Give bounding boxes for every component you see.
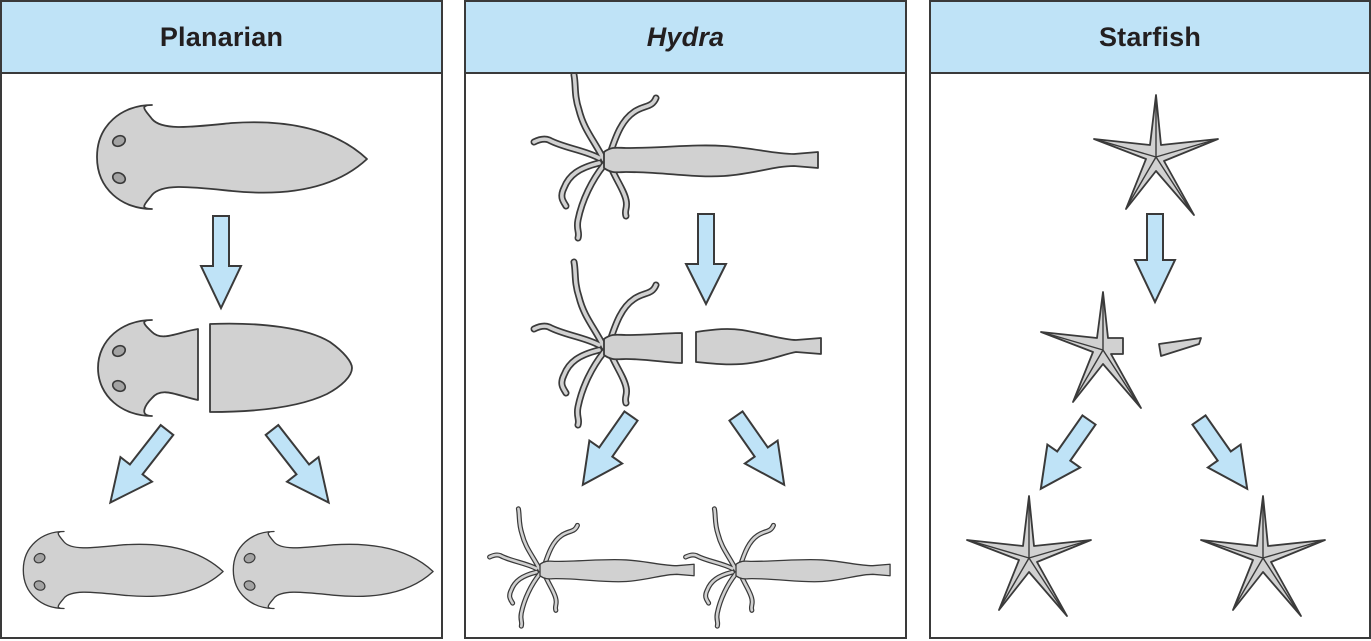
hydra-head-fragment: [534, 262, 683, 425]
planarian-head-fragment: [97, 319, 199, 417]
hydra-regenerated-left: [490, 509, 695, 626]
down-arrow-icon: [684, 213, 728, 307]
planarian-panel: Planarian: [0, 0, 443, 639]
planarian-regenerated-right: [232, 530, 434, 610]
hydra-diagram: [466, 74, 905, 639]
hydra-header: Hydra: [466, 2, 905, 74]
planarian-title: Planarian: [159, 21, 284, 52]
planarian-header: Planarian: [2, 2, 441, 74]
hydra-tail-fragment: [695, 328, 822, 366]
starfish-regenerated-right: [1200, 495, 1326, 617]
down-arrow-icon: [199, 215, 243, 311]
diagonal-arrow-icon: [581, 410, 639, 487]
planarian-eye: [111, 379, 127, 393]
diagonal-arrow-icon: [1191, 414, 1249, 491]
hydra-regenerated-right: [686, 509, 891, 626]
planarian-eye: [111, 171, 127, 185]
planarian-eye: [111, 344, 127, 358]
starfish-whole: [1093, 94, 1219, 216]
planarian-diagram: [2, 74, 441, 639]
starfish-panel: Starfish: [929, 0, 1371, 639]
diagonal-arrow-icon: [1039, 414, 1097, 491]
starfish-diagram: [931, 74, 1369, 639]
starfish-header: Starfish: [931, 2, 1369, 74]
starfish-regenerated-left: [966, 495, 1092, 617]
diagonal-arrow-icon: [264, 423, 331, 505]
planarian-tail-fragment: [209, 322, 353, 413]
planarian-regenerated-left: [22, 530, 224, 610]
diagonal-arrow-icon: [108, 423, 175, 505]
starfish-body-fragment: [1040, 291, 1142, 409]
hydra-title: Hydra: [646, 21, 725, 52]
planarian-eye: [111, 134, 127, 148]
planarian-whole: [96, 104, 368, 210]
hydra-panel: Hydra: [464, 0, 907, 639]
hydra-whole: [534, 75, 819, 238]
starfish-title: Starfish: [1098, 21, 1202, 52]
starfish-arm-fragment: [1158, 337, 1202, 357]
down-arrow-icon: [1133, 213, 1177, 305]
diagonal-arrow-icon: [728, 410, 786, 487]
